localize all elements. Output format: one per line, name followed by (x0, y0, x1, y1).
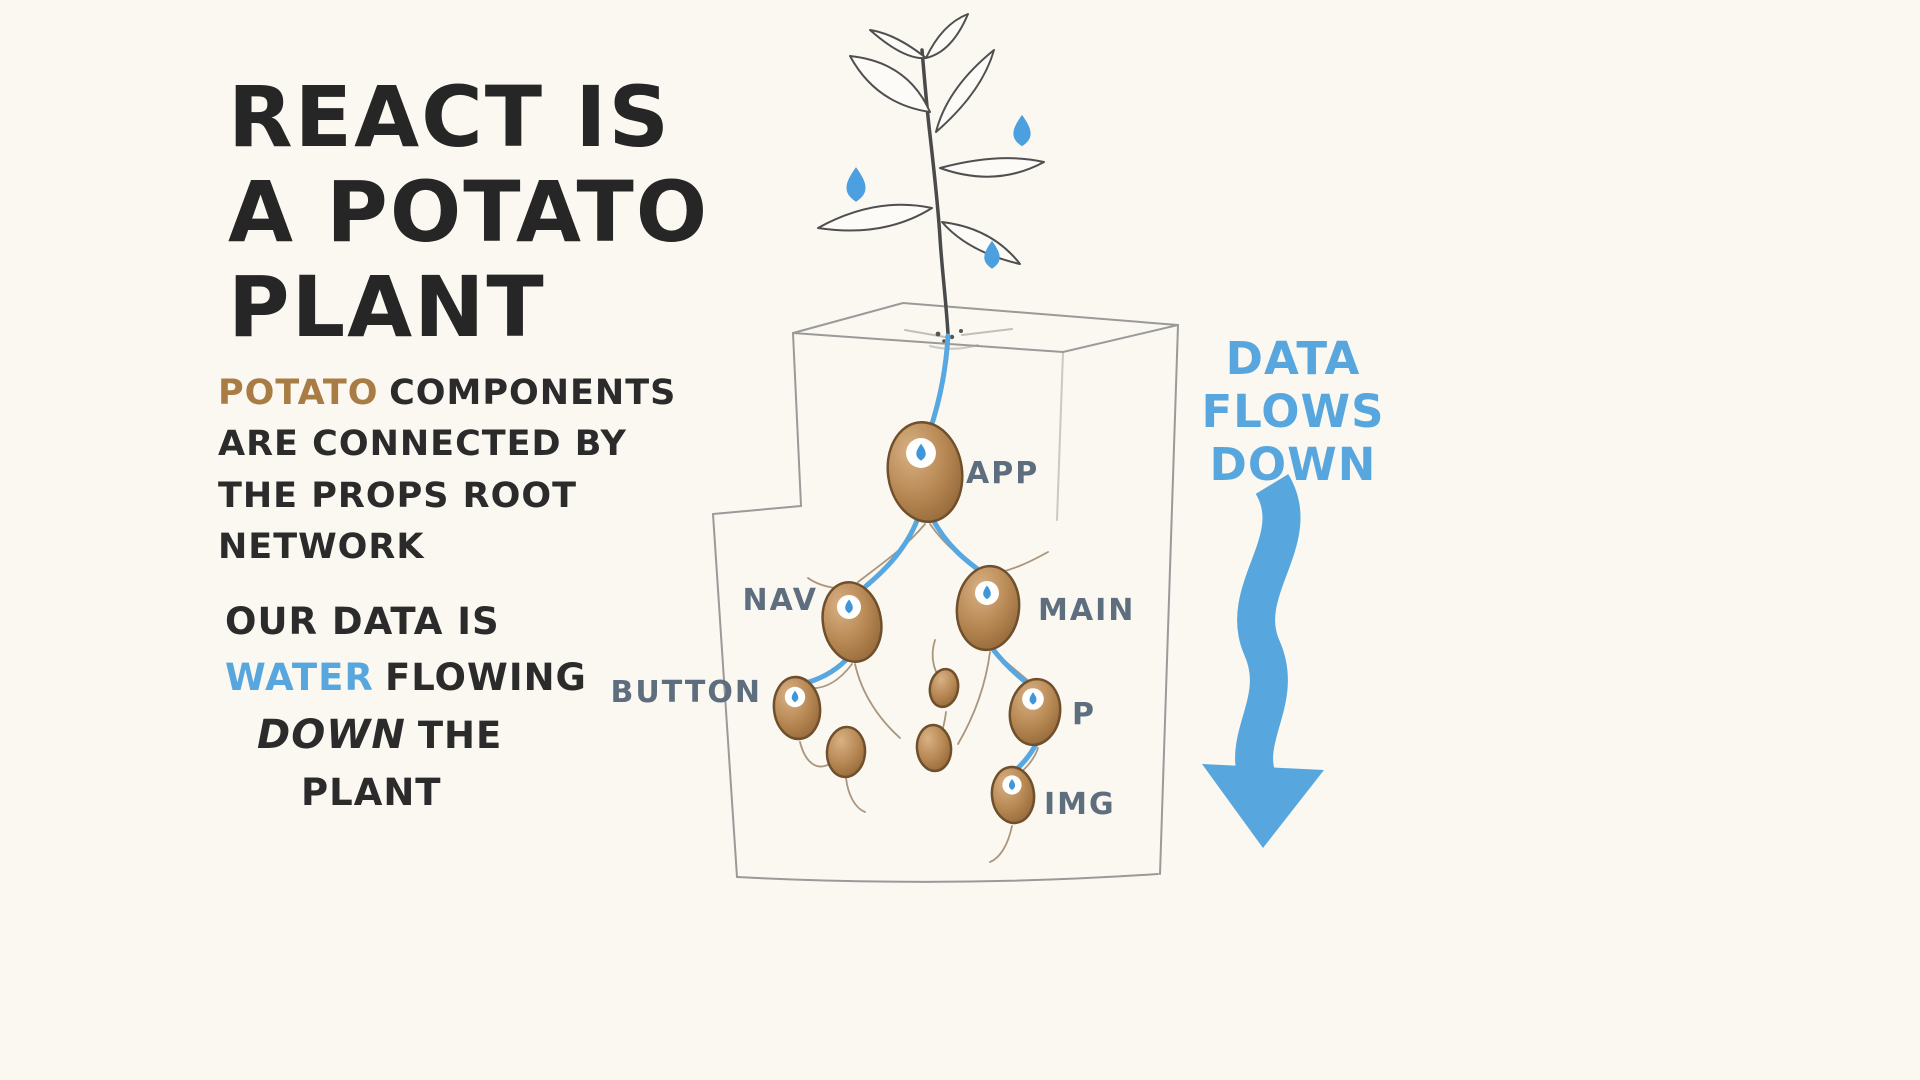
intro-line3: THE PROPS ROOT (218, 475, 577, 516)
intro-line2: ARE CONNECTED BY (218, 424, 627, 465)
page-title: REACT IS A POTATO PLANT (228, 70, 709, 355)
data-line4: PLANT (301, 771, 442, 814)
potato-word: POTATO (218, 373, 379, 413)
water-channels (799, 333, 1039, 773)
plant (817, 13, 1045, 343)
node-label-button: BUTTON (611, 675, 762, 710)
potato-p (1008, 677, 1062, 747)
data-line1: OUR DATA IS (225, 600, 500, 643)
data-flows-down-label: DATA FLOWS DOWN (1198, 332, 1388, 491)
potato-nav (821, 581, 883, 663)
down-word: DOWN (257, 712, 406, 758)
flow-label-line: DATA (1225, 332, 1361, 385)
water-drop-icon (837, 595, 861, 619)
leaf (925, 13, 969, 59)
potato-main (955, 564, 1021, 652)
title-line: REACT IS (228, 68, 672, 166)
intro-line1-rest: COMPONENTS (389, 373, 677, 413)
node-label-main: MAIN (1038, 593, 1135, 628)
flow-label-line: FLOWS (1201, 385, 1385, 439)
flow-label-line: DOWN (1209, 438, 1377, 492)
potato-small (928, 667, 960, 709)
leaf (817, 203, 933, 232)
water-drop-icon (784, 686, 806, 708)
intro-line4: NETWORK (218, 527, 425, 568)
leaf (941, 221, 1021, 265)
node-label-p: P (1072, 697, 1096, 732)
water-drop-icon (975, 581, 999, 605)
potato-water-badges (784, 438, 1044, 795)
potato-app (886, 420, 964, 524)
leaf (935, 49, 995, 133)
node-label-nav: NAV (742, 583, 818, 618)
leaf (939, 157, 1045, 178)
potato-small (825, 725, 867, 779)
potato-img (990, 765, 1036, 825)
data-line3-rest: THE (417, 714, 503, 757)
water-drop-icon (984, 240, 1000, 269)
water-drop-icon (906, 438, 936, 468)
data-line2-rest: FLOWING (385, 655, 587, 699)
water-drop-icon (1022, 688, 1044, 710)
title-line: A POTATO (228, 162, 710, 261)
plant-stem (920, 48, 950, 336)
water-drop-icon (1002, 775, 1022, 795)
potato-button (772, 675, 822, 741)
water-word: WATER (225, 655, 374, 699)
node-label-img: IMG (1044, 787, 1116, 822)
potato-small (915, 723, 953, 773)
water-drop-icon (846, 167, 866, 202)
data-flow-arrow (1202, 474, 1324, 848)
node-label-app: APP (966, 456, 1039, 491)
leaf (869, 29, 927, 60)
title-line: PLANT (228, 257, 546, 356)
water-drop-icon (1013, 114, 1031, 147)
soil-block (712, 301, 1179, 883)
leaf (849, 55, 931, 113)
